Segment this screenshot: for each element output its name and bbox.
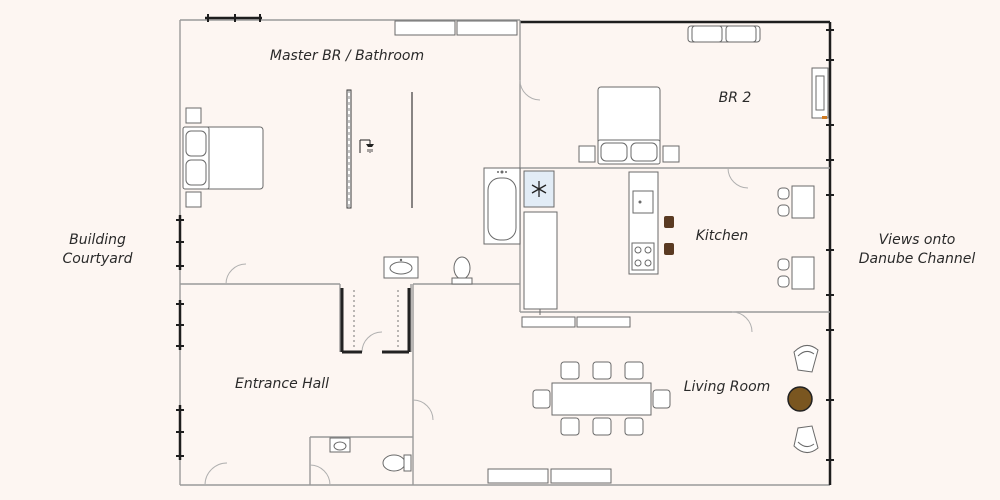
floor-area — [180, 20, 830, 485]
master-bed — [182, 107, 264, 208]
master-wardrobe — [394, 20, 518, 36]
kitchen-seats — [777, 185, 815, 290]
br2-cabinet — [811, 67, 829, 119]
living-shelves — [487, 316, 631, 484]
bathroom-sink — [383, 256, 419, 279]
outside-right-line1: Views onto — [878, 232, 956, 248]
outside-label-left: Building Courtyard — [40, 231, 155, 269]
bathtub — [483, 167, 521, 245]
toilet — [451, 256, 473, 285]
outside-right-line2: Danube Channel — [858, 251, 976, 267]
room-label-living: Living Room — [683, 379, 771, 395]
armchairs — [793, 345, 819, 453]
kitchen-island — [628, 171, 659, 275]
room-label-br2: BR 2 — [718, 90, 752, 106]
guest-bathroom — [329, 437, 412, 472]
dining-table — [532, 361, 671, 436]
shower-icon — [359, 139, 374, 153]
outside-label-right: Views onto Danube Channel — [852, 231, 982, 269]
bar-stools — [664, 216, 674, 255]
planter — [787, 386, 813, 412]
snowflake-icon — [531, 181, 547, 197]
outside-left-line2: Courtyard — [62, 251, 133, 267]
outside-left-line1: Building — [69, 232, 126, 248]
window-markers — [176, 14, 834, 461]
room-label-master: Master BR / Bathroom — [269, 48, 425, 64]
shower-area — [346, 89, 413, 209]
room-label-kitchen: Kitchen — [695, 228, 749, 244]
room-label-entrance: Entrance Hall — [234, 376, 330, 392]
br2-bed — [578, 86, 680, 165]
br2-sofa — [687, 25, 761, 43]
kitchen-counter — [523, 211, 558, 315]
door-swings — [204, 79, 753, 486]
entrance-closet — [340, 288, 411, 354]
